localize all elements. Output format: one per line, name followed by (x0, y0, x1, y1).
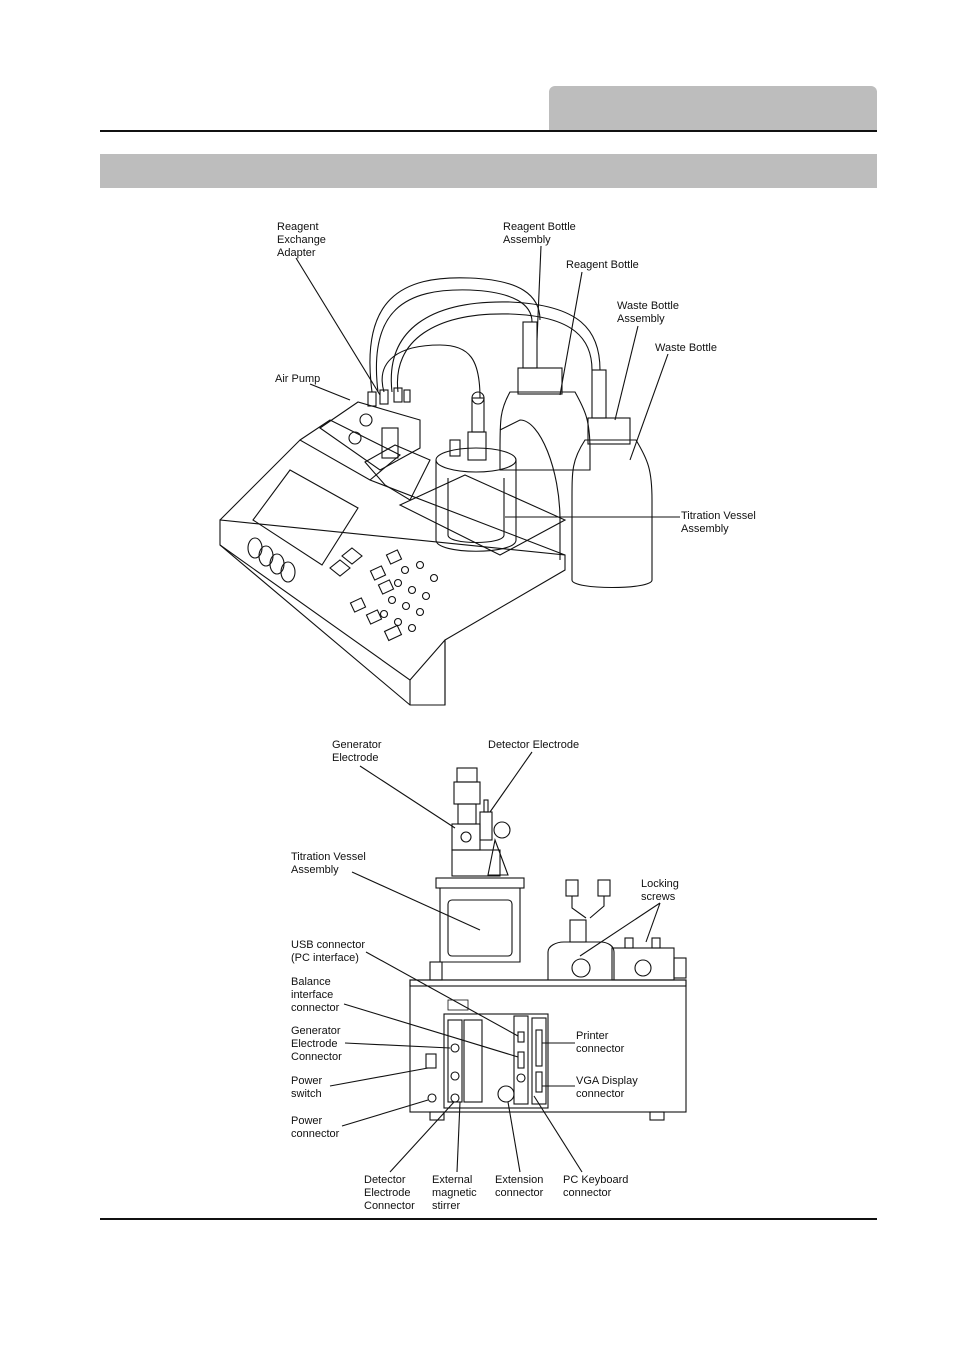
label-power-connector: Power connector (291, 1115, 340, 1140)
label-external-magnetic-stirrer: External magnetic stirrer (432, 1174, 477, 1212)
label-waste-bottle: Waste Bottle (655, 342, 717, 354)
label-reagent-bottle: Reagent Bottle (566, 259, 639, 271)
header-rule (100, 130, 877, 132)
label-titration-vessel-assembly-bottom: Titration Vessel Assembly (291, 851, 366, 876)
label-usb-connector: USB connector (PC interface) (291, 939, 365, 964)
label-printer-connector: Printer connector (576, 1030, 625, 1055)
header-tab (549, 86, 877, 130)
label-titration-vessel-assembly-top: Titration Vessel Assembly (681, 510, 756, 535)
label-power-switch: Power switch (291, 1075, 323, 1100)
label-extension-connector: Extension connector (495, 1174, 544, 1199)
footer-rule (100, 1218, 877, 1220)
label-waste-bottle-assembly: Waste Bottle Assembly (617, 300, 679, 325)
label-detector-electrode: Detector Electrode (488, 739, 580, 751)
label-pc-keyboard-connector: PC Keyboard connector (563, 1174, 629, 1199)
label-reagent-bottle-assembly: Reagent Bottle Assembly (503, 221, 576, 246)
label-generator-electrode-connector: Generator Electrode Connector (291, 1025, 342, 1063)
section-title-bar (100, 154, 877, 188)
label-vga-display-connector: VGA Display connector (576, 1075, 638, 1100)
label-balance-interface-connector: Balance interface connector (291, 976, 340, 1014)
label-locking-screws: Locking screws (641, 878, 679, 903)
titrator-front-view (219, 277, 653, 706)
label-air-pump: Air Pump (275, 373, 321, 385)
titrator-rear-view (409, 767, 687, 1121)
label-generator-electrode: Generator Electrode (332, 739, 382, 764)
label-detector-electrode-connector: Detector Electrode Connector (364, 1174, 415, 1212)
label-reagent-exchange-adapter: Reagent Exchange Adapter (277, 221, 326, 259)
